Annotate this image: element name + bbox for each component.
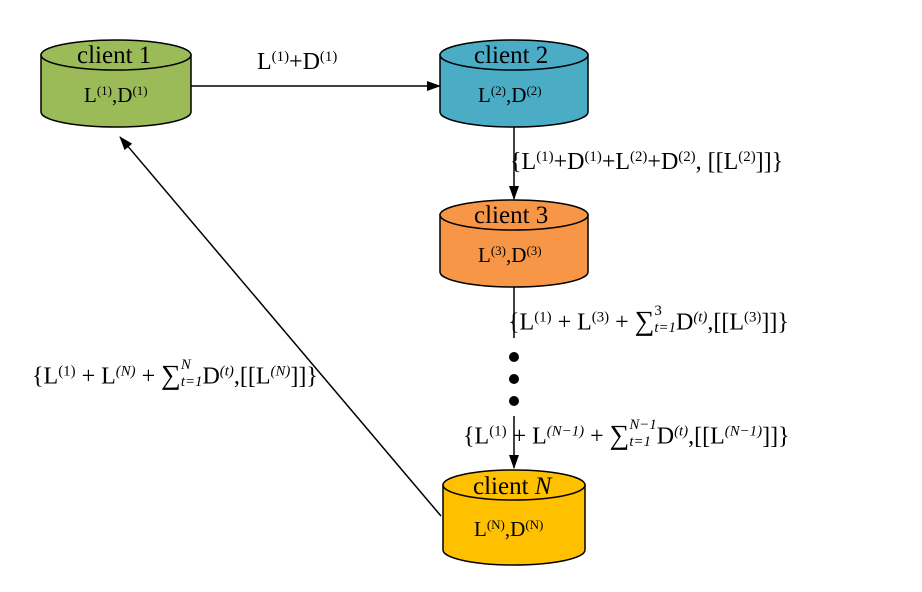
client-2-body (439, 54, 589, 128)
client-2-cylinder (439, 39, 589, 128)
client-n-body (442, 484, 586, 566)
edge-label-client1-client2: L(1)+D(1) (257, 48, 338, 75)
client-3-cylinder (439, 199, 589, 288)
arrow-clientN-to-client1 (119, 136, 442, 517)
client-n-title: client N (473, 473, 552, 500)
client-3-title: client 3 (474, 202, 549, 229)
ellipsis-dot (509, 352, 519, 362)
client-3-body (439, 214, 589, 288)
client-n-cylinder (442, 469, 586, 566)
client-1-top (40, 39, 192, 71)
edge-label-client2-client3: {L(1)+D(1)+L(2)+D(2), [[L(2)]]} (510, 148, 784, 175)
client-1-contents: L(1),D(1) (84, 82, 148, 107)
client-1-cylinder (40, 39, 192, 128)
ellipsis-dot (509, 374, 519, 384)
client-3-top (439, 199, 589, 231)
client-n-contents: L(N),D(N) (474, 516, 544, 541)
client-2-title: client 2 (474, 42, 549, 69)
client-2-contents: L(2),D(2) (478, 82, 542, 107)
client-2-top (439, 39, 589, 71)
client-n-top (442, 469, 586, 501)
client-3-contents: L(3),D(3) (478, 242, 542, 267)
client-1-body (40, 54, 192, 128)
client-1-title: client 1 (77, 42, 152, 69)
ellipsis-dot (509, 396, 519, 406)
